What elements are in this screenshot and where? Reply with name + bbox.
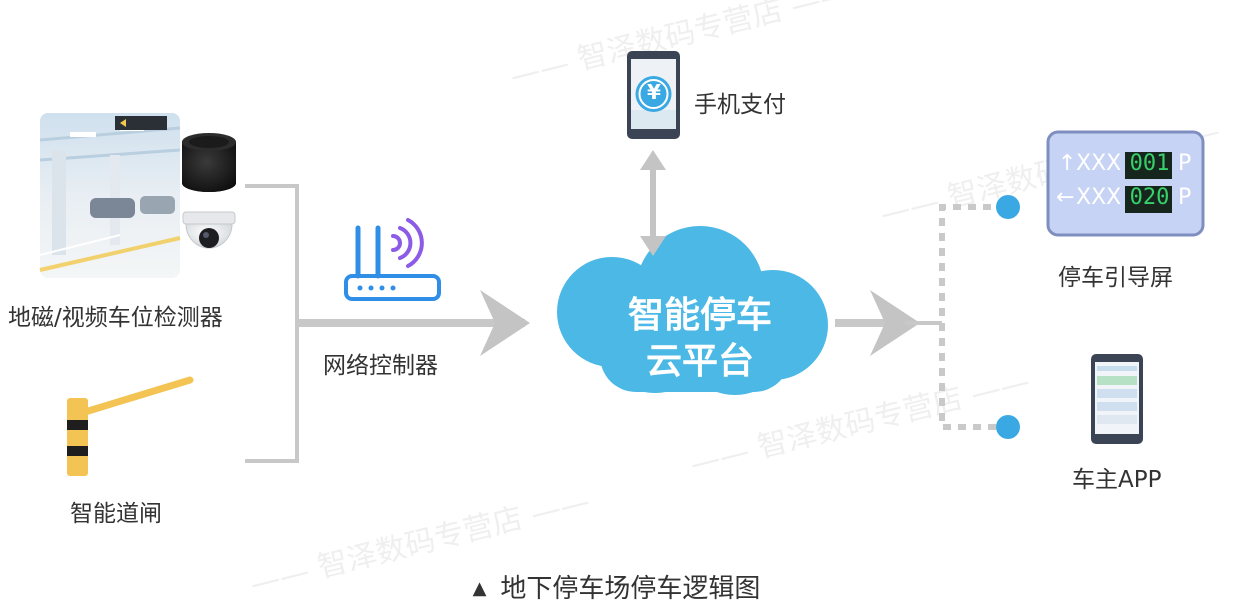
app-phone-icon — [1091, 354, 1143, 444]
guide-screen-dot — [996, 195, 1020, 219]
detector-label: 地磁/视频车位检测器 — [8, 305, 223, 331]
dome-camera-icon — [182, 211, 236, 249]
guide-row-2-arrow: ← — [1056, 185, 1075, 210]
yen-icon: ¥ — [647, 80, 661, 104]
input-connector — [245, 184, 299, 463]
arrow-head-to-outputs — [870, 290, 920, 356]
guide-row-2-name: XXX — [1076, 185, 1122, 210]
app-dot — [996, 415, 1020, 439]
guide-row-1-suffix: P — [1178, 151, 1192, 176]
caption-triangle-icon: ▲ — [472, 578, 487, 599]
geomagnetic-sensor-icon — [182, 133, 236, 192]
guide-screen-label: 停车引导屏 — [1058, 265, 1173, 291]
cloud-title-line2: 云平台 — [645, 341, 754, 382]
payment-double-arrow — [640, 150, 666, 256]
diagram-caption: ▲ 地下停车场停车逻辑图 — [0, 568, 1233, 605]
payment-label: 手机支付 — [694, 92, 786, 118]
barrier-gate-icon — [67, 376, 194, 476]
barrier-label: 智能道闸 — [70, 501, 162, 527]
guide-row-2-count: 020 — [1129, 185, 1170, 210]
guide-row-1-name: XXX — [1076, 151, 1122, 176]
guide-screen-icon — [1046, 130, 1205, 237]
payment-phone-icon — [627, 51, 680, 139]
output-dotted-connector — [939, 204, 1006, 430]
arrow-head-to-cloud — [480, 290, 530, 356]
controller-label: 网络控制器 — [323, 353, 438, 379]
app-label: 车主APP — [1072, 467, 1162, 493]
cloud-platform-icon — [557, 226, 828, 395]
cloud-title-line1: 智能停车 — [627, 295, 772, 336]
router-icon — [344, 218, 441, 301]
guide-row-2-suffix: P — [1178, 185, 1192, 210]
guide-row-1-count: 001 — [1129, 151, 1170, 176]
caption-text: 地下停车场停车逻辑图 — [500, 574, 761, 604]
guide-row-1: ↑ XXX 001 P — [1056, 151, 1200, 181]
guide-row-2: ← XXX 020 P — [1056, 185, 1200, 215]
detector-picture — [39, 113, 181, 278]
guide-row-1-arrow: ↑ — [1058, 151, 1077, 176]
